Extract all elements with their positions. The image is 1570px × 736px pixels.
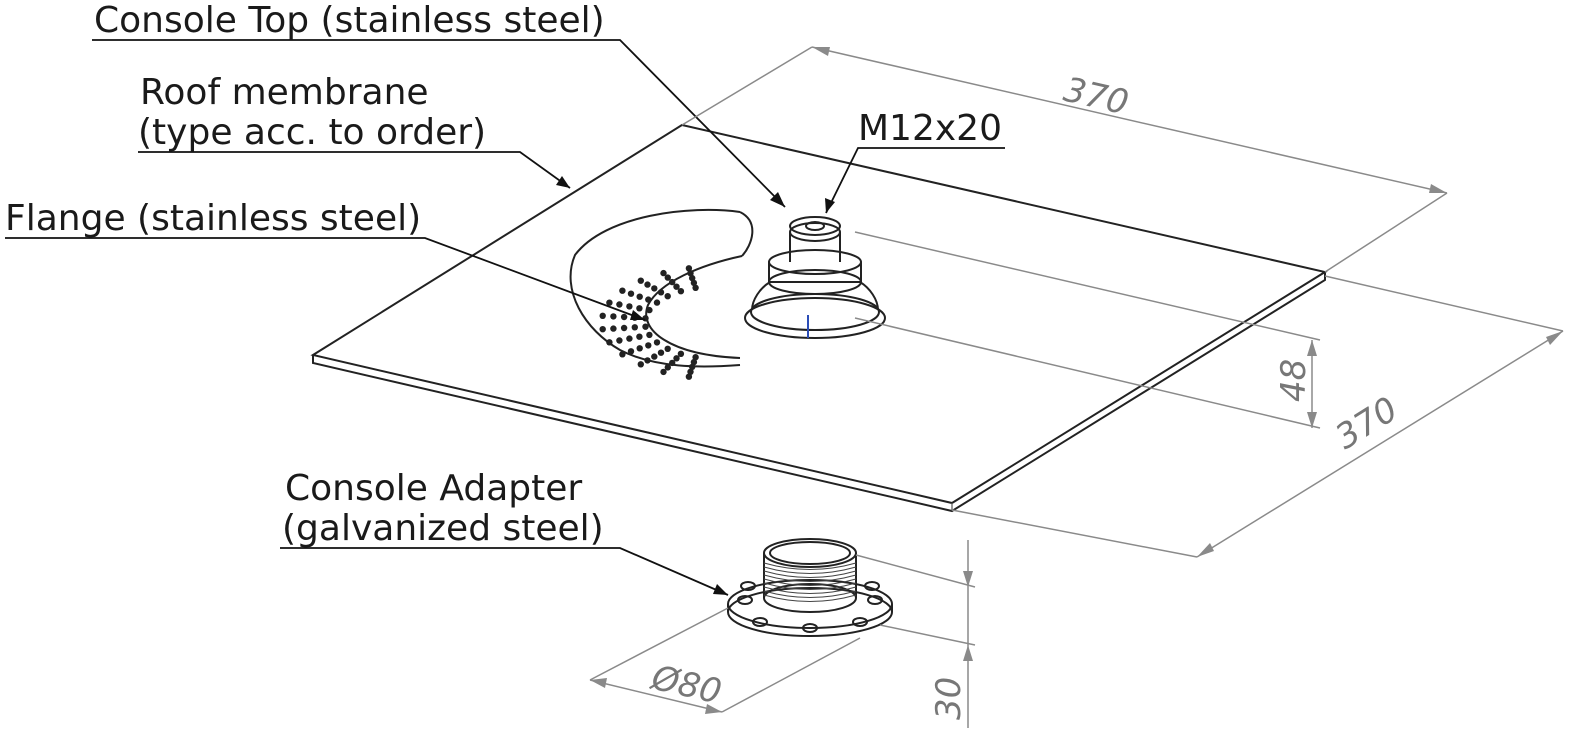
dimension-lines bbox=[589, 46, 1564, 728]
flange-hole-pattern bbox=[599, 265, 699, 380]
console-height-dimension: 48 bbox=[1274, 359, 1314, 402]
membrane-cutout bbox=[569, 208, 754, 368]
flange-label: Flange (stainless steel) bbox=[5, 198, 421, 239]
console-adapter bbox=[727, 538, 893, 637]
roof-membrane-label-line2: (type acc. to order) bbox=[138, 112, 486, 153]
console-adapter-label-line2: (galvanized steel) bbox=[282, 508, 604, 549]
adapter-height-dimension: 30 bbox=[929, 677, 969, 720]
membrane-length-dimension: 370 bbox=[1060, 70, 1132, 124]
console-adapter-label-line1: Console Adapter bbox=[285, 468, 582, 509]
roof-membrane bbox=[310, 123, 1328, 513]
leader-lines bbox=[5, 39, 1005, 596]
membrane-width-dimension: 370 bbox=[1329, 389, 1405, 457]
adapter-diameter-dimension: Ø80 bbox=[646, 657, 725, 712]
console-top-label: Console Top (stainless steel) bbox=[94, 0, 605, 41]
roof-membrane-label-line1: Roof membrane bbox=[140, 72, 429, 113]
console-top bbox=[744, 216, 886, 339]
thread-label: M12x20 bbox=[858, 108, 1002, 149]
